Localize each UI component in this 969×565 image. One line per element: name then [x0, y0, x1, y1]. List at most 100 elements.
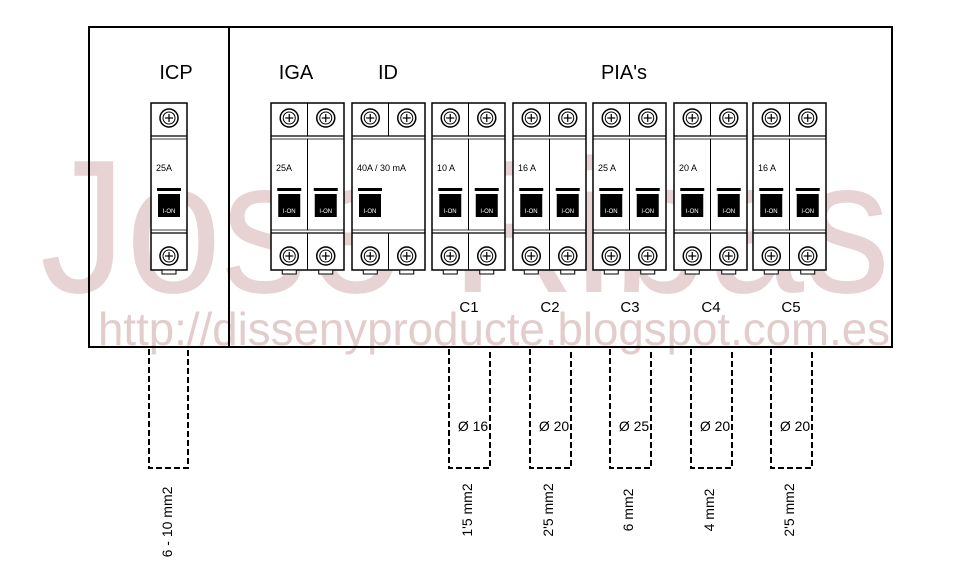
toggle-switch: I-ON: [716, 188, 741, 217]
breaker-iga: 25A I-ON I-ON: [270, 102, 345, 275]
cable-section: 4 mm2: [701, 488, 717, 531]
terminal-screw-icon: [719, 246, 739, 266]
cable-section: 2'5 mm2: [781, 483, 797, 536]
terminal-screw-icon: [601, 246, 621, 266]
toggle-label: I-ON: [641, 209, 654, 215]
terminal-screw-icon: [159, 246, 179, 266]
section-label-pias: PIA's: [601, 62, 647, 84]
breaker-c4: 20 A I-ON I-ON: [673, 102, 748, 275]
toggle-switch: I-ON: [277, 188, 302, 217]
terminal-screw-icon: [761, 108, 781, 128]
terminal-screw-icon: [558, 246, 578, 266]
breaker-rating: 16 A: [758, 163, 776, 173]
circuit-label: C1: [459, 299, 478, 316]
terminal-screw-icon: [798, 246, 818, 266]
circuit-c5: C5 Ø 20 2'5 mm2: [770, 299, 813, 537]
terminal-screw-icon: [601, 108, 621, 128]
terminal-screw-icon: [558, 108, 578, 128]
toggle-switch: I-ON: [795, 188, 820, 217]
breaker-rating: 25A: [276, 163, 292, 173]
toggle-label: I-ON: [722, 209, 735, 215]
terminal-screw-icon: [397, 246, 417, 266]
panel-frame: [88, 26, 893, 348]
cable-section: 1'5 mm2: [459, 483, 475, 536]
toggle-switch: I-ON: [555, 188, 580, 217]
toggle-label: I-ON: [364, 209, 377, 215]
breaker-c3: 25 A I-ON I-ON: [592, 102, 667, 275]
toggle-label: I-ON: [525, 209, 538, 215]
breaker-rating: 16 A: [518, 163, 536, 173]
section-label-icp: ICP: [159, 62, 192, 84]
terminal-screw-icon: [638, 246, 658, 266]
toggle-switch: I-ON: [358, 188, 382, 217]
toggle-switch: I-ON: [157, 188, 181, 217]
terminal-screw-icon: [798, 108, 818, 128]
circuit-label: C3: [620, 299, 639, 316]
breaker-rating: 20 A: [679, 163, 697, 173]
terminal-screw-icon: [761, 246, 781, 266]
terminal-screw-icon: [719, 108, 739, 128]
terminal-screw-icon: [682, 246, 702, 266]
terminal-screw-icon: [279, 246, 299, 266]
terminal-screw-icon: [638, 108, 658, 128]
toggle-switch: I-ON: [680, 188, 705, 217]
toggle-switch: I-ON: [599, 188, 624, 217]
breaker-id: 40A / 30 mA I-ON: [351, 102, 426, 275]
conduit-diameter: Ø 20: [780, 418, 811, 434]
terminal-screw-icon: [159, 108, 179, 128]
circuit-c2: C2 Ø 20 2'5 mm2: [529, 299, 572, 537]
breakers-group: 25A I-ON 25A I-ON I-ON 40A / 30 mA I-ON 10 A I-O…: [150, 102, 827, 275]
toggle-switch: I-ON: [519, 188, 544, 217]
section-label-iga: IGA: [279, 62, 314, 84]
toggle-label: I-ON: [686, 209, 699, 215]
terminal-screw-icon: [521, 246, 541, 266]
toggle-label: I-ON: [605, 209, 618, 215]
cable-section: 6 mm2: [620, 488, 636, 531]
breaker-rating: 25 A: [598, 163, 616, 173]
toggle-switch: I-ON: [759, 188, 784, 217]
toggle-switch: I-ON: [474, 188, 499, 217]
conduit-diameter: Ø 16: [458, 418, 489, 434]
toggle-label: I-ON: [283, 209, 296, 215]
circuit-label: C5: [781, 299, 800, 316]
toggle-label: I-ON: [765, 209, 778, 215]
feed-conduit: 6 - 10 mm2: [148, 349, 189, 557]
terminal-screw-icon: [316, 246, 336, 266]
terminal-screw-icon: [521, 108, 541, 128]
terminal-screw-icon: [360, 108, 380, 128]
terminal-screw-icon: [682, 108, 702, 128]
toggle-switch: I-ON: [438, 188, 463, 217]
toggle-label: I-ON: [319, 209, 332, 215]
terminal-screw-icon: [440, 246, 460, 266]
circuit-label: C2: [540, 299, 559, 316]
cable-section: 2'5 mm2: [540, 483, 556, 536]
terminal-screw-icon: [279, 108, 299, 128]
terminal-screw-icon: [397, 108, 417, 128]
breaker-rating: 10 A: [437, 163, 455, 173]
conduit-diameter: Ø 20: [539, 418, 570, 434]
toggle-label: I-ON: [561, 209, 574, 215]
circuit-c1: C1 Ø 16 1'5 mm2: [448, 299, 491, 537]
toggle-label: I-ON: [444, 209, 457, 215]
toggle-switch: I-ON: [635, 188, 660, 217]
toggle-label: I-ON: [163, 209, 176, 215]
circuit-c4: C4 Ø 20 4 mm2: [690, 299, 733, 531]
terminal-screw-icon: [477, 246, 497, 266]
toggle-label: I-ON: [480, 209, 493, 215]
toggle-label: I-ON: [801, 209, 814, 215]
breaker-c5: 16 A I-ON I-ON: [752, 102, 827, 275]
section-label-id: ID: [378, 62, 398, 84]
terminal-screw-icon: [440, 108, 460, 128]
breaker-rating: 25A: [156, 163, 172, 173]
breaker-c1: 10 A I-ON I-ON: [431, 102, 506, 275]
terminal-screw-icon: [360, 246, 380, 266]
cables-group: 6 - 10 mm2 C1 Ø 16 1'5 mm2 C2 Ø 20 2'5 mm2 C3 Ø …: [148, 299, 813, 557]
circuit-label: C4: [701, 299, 720, 316]
breaker-c2: 16 A I-ON I-ON: [512, 102, 587, 275]
terminal-screw-icon: [316, 108, 336, 128]
feed-section: 6 - 10 mm2: [159, 486, 175, 557]
breaker-rating: 40A / 30 mA: [357, 163, 406, 173]
conduit-diameter: Ø 20: [700, 418, 731, 434]
terminal-screw-icon: [477, 108, 497, 128]
